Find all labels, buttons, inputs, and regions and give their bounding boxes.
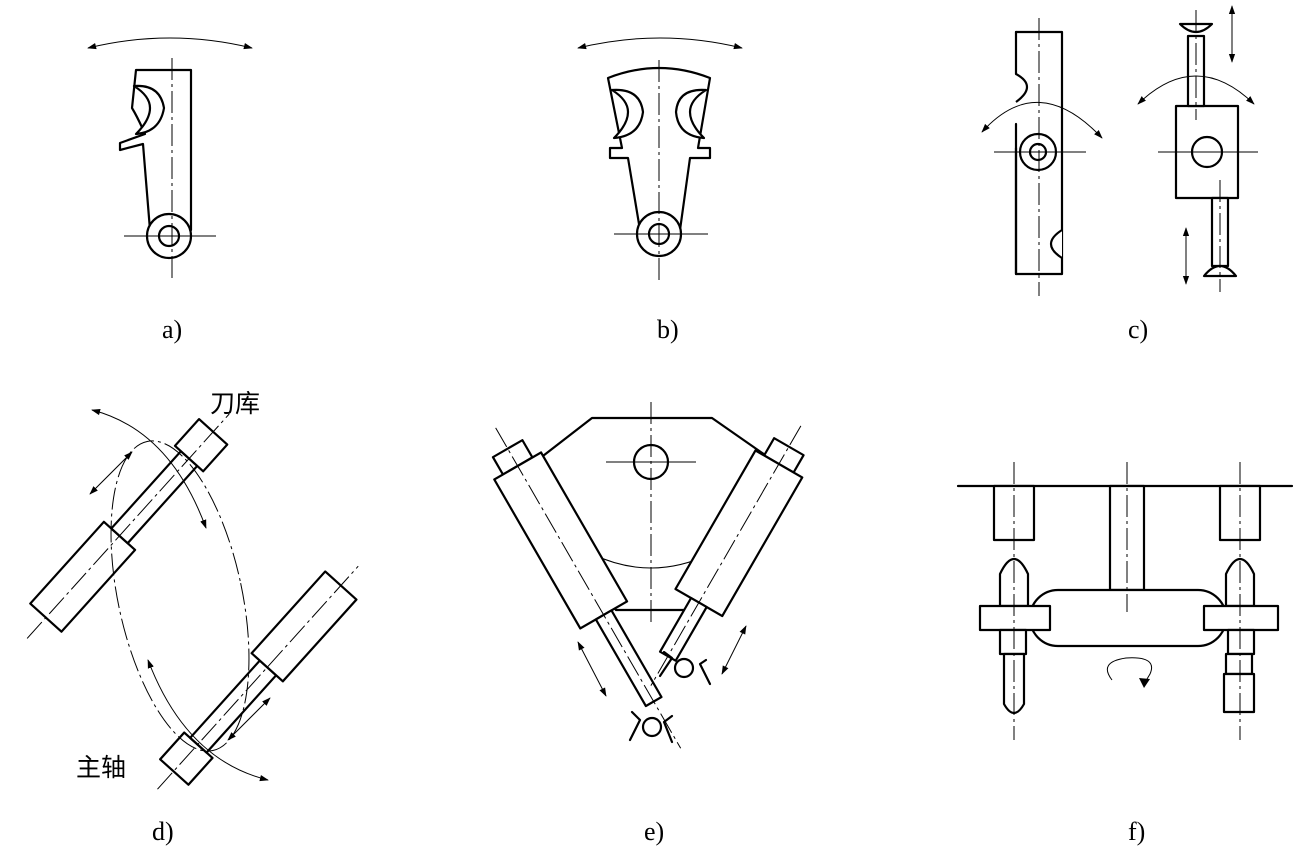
right-collar	[1202, 604, 1280, 632]
rotating-beam	[1028, 588, 1228, 648]
upper-rod	[110, 450, 199, 545]
rotation-arrow	[981, 101, 1103, 139]
right-tool-lower	[1224, 652, 1254, 676]
bottom-rotation-arrow	[147, 659, 269, 782]
panel-f-caption: f)	[1128, 817, 1145, 846]
panel-d-tool-change: 刀库 主轴 d)	[26, 389, 359, 846]
left-arm-axis	[495, 427, 682, 749]
left-collar	[978, 604, 1052, 632]
rotation-arrow-right	[1137, 75, 1255, 105]
right-tool-base	[1222, 672, 1256, 714]
panel-a-caption: a)	[162, 315, 182, 344]
left-claw-notch	[610, 88, 645, 140]
panel-f-rotating-beam: f)	[956, 462, 1294, 846]
left-gripper-jaws	[628, 710, 674, 744]
panel-e-fan-body-two-arms: e)	[491, 402, 805, 846]
panel-e-caption: e)	[644, 817, 664, 846]
upper-slide-arrow	[89, 451, 133, 495]
spindle-label: 主轴	[76, 753, 126, 782]
lower-claw	[1202, 264, 1238, 278]
claw-notch	[132, 84, 166, 136]
right-gripper-jaws	[658, 650, 712, 686]
swing-arrow	[577, 37, 743, 50]
arm-body	[606, 66, 712, 232]
left-stem	[998, 628, 1028, 656]
panel-a-single-claw-arm: a)	[87, 37, 253, 344]
left-slide-arrow	[577, 641, 607, 697]
lower-notch	[1049, 229, 1063, 259]
left-tool-lower	[1002, 652, 1026, 715]
panel-d-caption: d)	[152, 817, 174, 846]
panel-b-double-claw-arm: b)	[577, 37, 743, 344]
upper-notch	[1015, 73, 1029, 103]
right-claw-notch	[674, 88, 708, 140]
rotation-arrow-head	[1139, 678, 1150, 688]
panel-b-caption: b)	[657, 315, 679, 344]
rotation-arrow	[1106, 657, 1152, 685]
lower-slide-arrow	[227, 697, 271, 741]
left-gripper-ring	[641, 716, 663, 738]
swing-arrow	[87, 37, 253, 50]
panel-c-caption: c)	[1128, 315, 1148, 344]
right-gripper-ring	[673, 657, 695, 679]
right-arm-axis	[650, 425, 802, 686]
right-slide-arrow	[721, 625, 747, 675]
tool-magazine-label: 刀库	[210, 389, 260, 418]
panel-c-rotary-and-sliding: c)	[981, 5, 1258, 344]
right-stem	[1226, 628, 1256, 656]
top-rotation-arrow	[91, 408, 207, 529]
